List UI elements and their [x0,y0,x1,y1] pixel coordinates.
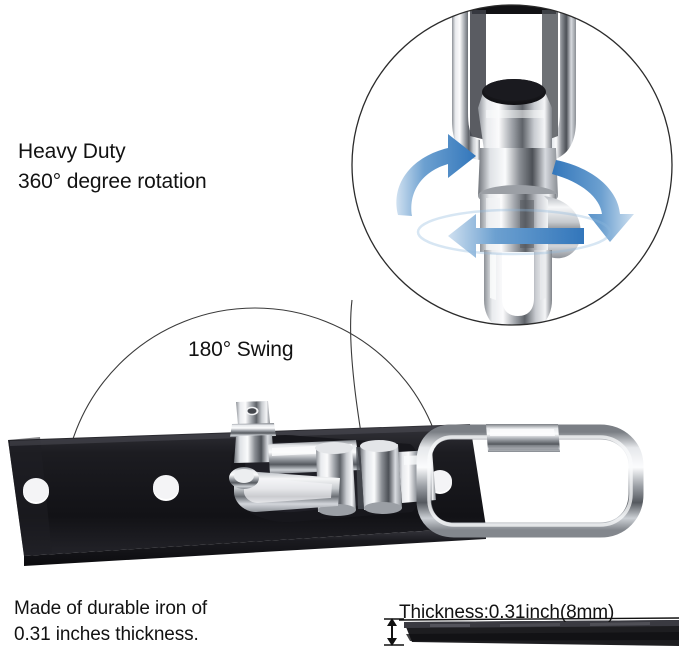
material-note-line-2: 0.31 inches thickness. [14,624,199,645]
rotation-arrow-upper [396,134,476,216]
plate-edge-thickness-diagram [384,618,679,646]
rotation-arrow-lower [448,214,584,258]
thickness-label: Thickness:0.31inch(8mm) [399,602,615,623]
heavy-duty-callout: Heavy Duty 360° degree rotation [18,137,207,197]
swivel-knuckle-right [360,440,402,514]
thickness-label-underline [399,618,679,620]
inset-circle-border [352,5,672,325]
swivel-lower-yoke [229,467,340,512]
inset-u-bracket-right [546,5,576,162]
inset-barrel-upper [478,148,558,196]
swivel-top-tab [230,401,276,437]
heavy-duty-line-2: 360° degree rotation [18,170,207,193]
chrome-swivel-assembly [229,401,436,516]
inset-u-bracket-left [452,5,480,160]
rotation-arrow-right [552,160,634,242]
swing-arc [63,308,447,500]
thickness-dimension-arrow [384,618,404,646]
inset-hex-nut [478,79,552,150]
swivel-closeup-circle [352,0,679,335]
chrome-quick-link [424,424,636,530]
material-note: Made of durable iron of 0.31 inches thic… [14,596,207,648]
swing-angle-label: 180° Swing [188,338,294,361]
mounting-plate-edge [24,527,486,566]
swivel-post [234,435,274,463]
heavy-duty-line-1: Heavy Duty [18,140,126,163]
inset-lower-shackle [484,250,552,325]
material-note-line-1: Made of durable iron of [14,598,208,619]
